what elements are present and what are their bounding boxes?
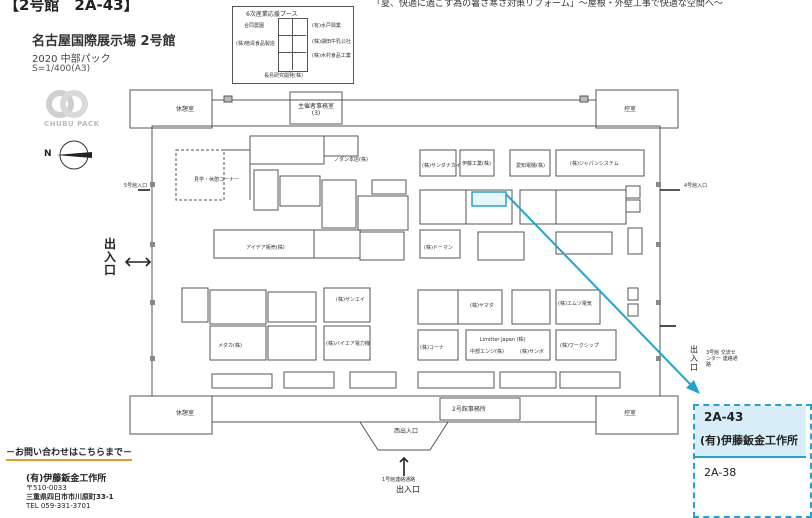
scale-label: S=1/400(A3) xyxy=(32,64,91,74)
booth-legend-title: 6次産業応援ブース xyxy=(246,11,298,18)
header-tagline: 「夏、快適に過ごす為の暑さ寒さ対策リフォーム」～屋根・外壁工事で快適な空間へ～ xyxy=(372,0,723,9)
booth-legend-item: 長島研究開発(株) xyxy=(264,73,303,79)
booth-legend-grid xyxy=(278,18,308,72)
booth-label-2A-15: (株)ワークシップ xyxy=(560,343,599,349)
callout-divider xyxy=(695,456,806,458)
booth-legend-item: (株)木村食品工業 xyxy=(312,53,351,59)
booth-label-2A-22: (株)サンボ xyxy=(520,349,544,355)
entrance-bottom-road-label: 1号館連絡通路 xyxy=(382,477,416,483)
compass-icon xyxy=(56,140,92,170)
booth-legend-divider xyxy=(292,18,293,70)
booth-label-2A-14: (株)コーナ xyxy=(420,345,444,351)
hall-office-label: 2号館事務所 xyxy=(452,406,486,413)
entrance-left-label: 出入口 xyxy=(104,237,117,278)
booth-label-2A-45: (株)サンダナカイ xyxy=(422,163,461,169)
logo-text: CHUBU PACK xyxy=(44,120,100,128)
booth-label-2A-10: メダカ(株) xyxy=(218,343,242,349)
booth-legend-item: (有)水戸興業 xyxy=(312,23,341,29)
booth-label-2A-12: (株)バイエア電力機 xyxy=(326,341,370,347)
callout-booth-name: (有)伊藤鈑金工作所 xyxy=(700,434,799,447)
booth-legend-item: 合同農園 xyxy=(244,23,265,29)
compass-north-label: N xyxy=(44,149,52,159)
booth-legend-item: (株)徳清食品製造 xyxy=(236,41,275,47)
booth-label-2A-32: (株)ドーマン xyxy=(424,245,453,251)
callout-booth-id: 2A-43 xyxy=(704,410,744,424)
booth-label-2A-50: (株)ジャパンシステム xyxy=(570,161,619,167)
booth-label-2A-35: (株)ヤマダ xyxy=(470,303,494,309)
booth-label-2A-34: (株)サンエイ xyxy=(336,297,365,303)
contact-tel: TEL 059-331-3701 xyxy=(26,502,91,510)
callout-highlight xyxy=(695,406,806,456)
booth-label-2A-40: ノダン本店(株) xyxy=(334,157,368,163)
venue-name: 名古屋国際展示場 2号館 xyxy=(32,34,176,49)
header-title: 【2号館 2A-43】 xyxy=(4,0,139,14)
booth-label-2A-36: (株)エムツ電気 xyxy=(558,301,592,307)
organizer-office-label: 主催者事務室(3) xyxy=(297,103,334,117)
contact-heading: －お問い合わせはこちらまで－ xyxy=(6,445,133,461)
entrance-right-note-label: 3号館 交流センター 連絡通路 xyxy=(706,350,738,368)
contact-company: (有)伊藤鈑金工作所 xyxy=(26,474,107,484)
rest-area-bottom-right: 控室 xyxy=(624,410,637,417)
booth-legend-item: (株)湖田牛乳公社 xyxy=(312,39,351,45)
rest-area-top-right: 控室 xyxy=(624,106,637,113)
entrance-right-mid-label: 出入口 xyxy=(690,345,698,372)
booth-label-2A-21: 中部エンジ(株) xyxy=(470,349,504,355)
entrance-bottom-center-label: 西出入口 xyxy=(394,428,419,435)
rest-area-top-left: 休憩室 xyxy=(176,106,195,113)
entrance-left-small-label: 5号館入口 xyxy=(124,183,148,189)
seating-area-label: 見学・休憩コーナー xyxy=(194,177,240,183)
contact-address: 三重県四日市市川原町33-1 xyxy=(26,493,114,501)
chubu-pack-logo-icon xyxy=(46,90,88,118)
booth-label-2A-20: Limitter Japan (株) xyxy=(480,337,526,343)
rest-area-bottom-left: 休憩室 xyxy=(176,410,195,417)
contact-zip: 〒510-0033 xyxy=(26,484,67,492)
booth-label-2A-48: 愛知電機(株) xyxy=(516,163,545,169)
entrance-bottom-main-label: 出入口 xyxy=(396,485,420,494)
booth-label-2A-41: アイデア販売(株) xyxy=(246,245,285,251)
callout-next-booth-id: 2A-38 xyxy=(704,466,737,479)
booth-label-2A-47: 伊藤工業(株) xyxy=(462,161,491,167)
edition-label: 2020 中部パック xyxy=(32,54,111,65)
entrance-right-top-label: 4号館入口 xyxy=(684,183,708,189)
